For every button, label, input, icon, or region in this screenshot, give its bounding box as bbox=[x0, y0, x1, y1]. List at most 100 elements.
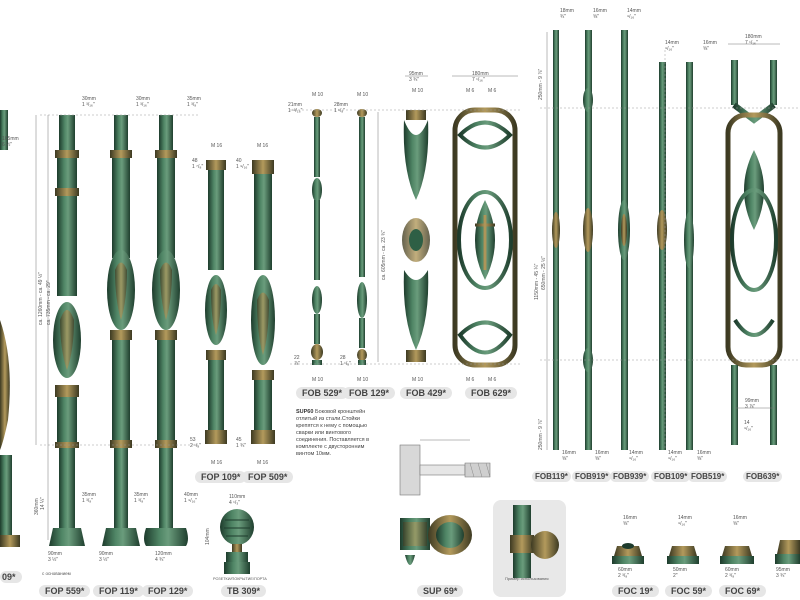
label-foc69: FOC 69* bbox=[719, 585, 767, 597]
cap-foc19 bbox=[612, 543, 644, 564]
baluster-fob129 bbox=[357, 109, 367, 365]
label-fop109: FOP 109* bbox=[195, 471, 247, 483]
cap-partial-right bbox=[775, 540, 800, 564]
label-fob129: FOB 129* bbox=[343, 387, 396, 399]
dim-1260: ca. 1260mm - ca. 49 ½" bbox=[38, 272, 44, 325]
dim-fop109-m16: M 16 bbox=[211, 143, 223, 149]
dim-fob629-m6-a: M 6 bbox=[466, 88, 475, 94]
dim-fob629-m6-b: M 6 bbox=[488, 88, 497, 94]
label-fob919: FOB919* bbox=[572, 471, 612, 482]
label-fob639: FOB639* bbox=[743, 471, 783, 482]
dim-250-top: 250mm - 9 ⅞" bbox=[538, 68, 544, 100]
post-fop509 bbox=[251, 160, 275, 444]
label-fob629: FOB 629* bbox=[465, 387, 518, 399]
dim-650: 650mm - 25 ½" bbox=[541, 255, 547, 290]
knob-tb309 bbox=[220, 509, 254, 574]
dim-605: ca. 605mm - ca. 23 ¾" bbox=[381, 229, 387, 280]
label-fob119: FOB119* bbox=[532, 471, 571, 482]
label-fob519: FOB519* bbox=[688, 471, 728, 482]
label-foc59: FOC 59* bbox=[665, 585, 713, 597]
dim-fop509-m16: M 16 bbox=[257, 143, 269, 149]
label-fob529: FOB 529* bbox=[296, 387, 349, 399]
sup-usage-photo bbox=[493, 500, 566, 597]
dim-fop109-m16-bottom: M 16 bbox=[211, 460, 223, 466]
post-fop129 bbox=[144, 115, 188, 546]
label-left-partial: 09* bbox=[0, 571, 22, 583]
baluster-fob119 bbox=[552, 30, 560, 450]
label-fop119: FOP 119* bbox=[93, 585, 144, 597]
base-note: с основанием bbox=[42, 571, 71, 576]
dim-360in: 14 ¼" bbox=[40, 497, 46, 510]
sup-photo-note: Пример использования bbox=[505, 576, 549, 581]
baluster-fob639 bbox=[725, 60, 783, 445]
label-fop129: FOP 129* bbox=[142, 585, 194, 597]
dim-fob129-m10-bottom: M 10 bbox=[357, 377, 369, 383]
dim-735: ca. 735mm - ca. 29" bbox=[46, 280, 52, 325]
sup60-note: SUP60 Боковой кронштейн отлитый из стали… bbox=[296, 409, 384, 458]
sup60-title: SUP60 bbox=[296, 409, 314, 415]
dim-fob629-m6-bottom-a: M 6 bbox=[466, 377, 475, 383]
dimension-guides bbox=[40, 50, 800, 450]
baluster-fob429 bbox=[402, 110, 430, 362]
baluster-fob919 bbox=[583, 30, 593, 450]
dim-1150: 1150mm - 45 ¼" bbox=[534, 263, 540, 300]
cap-foc69 bbox=[720, 546, 754, 564]
dim-tb-height: 104mm bbox=[205, 528, 211, 545]
sup69-drawing bbox=[399, 439, 491, 496]
label-fob939: FOB939* bbox=[610, 471, 650, 482]
baluster-fob529 bbox=[311, 109, 323, 365]
label-fop509: FOP 509* bbox=[242, 471, 294, 483]
post-fop119 bbox=[102, 115, 140, 546]
dim-fob129-m10: M 10 bbox=[357, 92, 369, 98]
baluster-fob519 bbox=[684, 62, 694, 450]
dim-fop509-m16-bottom: M 16 bbox=[257, 460, 269, 466]
dim-fob429-m10: M 10 bbox=[412, 88, 424, 94]
baluster-fob109 bbox=[657, 62, 667, 450]
left-partial-post bbox=[0, 110, 20, 547]
label-fob429: FOB 429* bbox=[400, 387, 453, 399]
dim-250-bottom: 250mm - 9 ⅞" bbox=[538, 418, 544, 450]
sup69-bracket bbox=[400, 515, 472, 565]
dim-fob429-m10-bottom: M 10 bbox=[412, 377, 424, 383]
post-fop109 bbox=[205, 160, 227, 444]
baluster-fob939 bbox=[618, 30, 630, 450]
post-fop559 bbox=[49, 115, 85, 546]
baluster-fob629 bbox=[452, 107, 518, 368]
label-foc19: FOC 19* bbox=[612, 585, 660, 597]
